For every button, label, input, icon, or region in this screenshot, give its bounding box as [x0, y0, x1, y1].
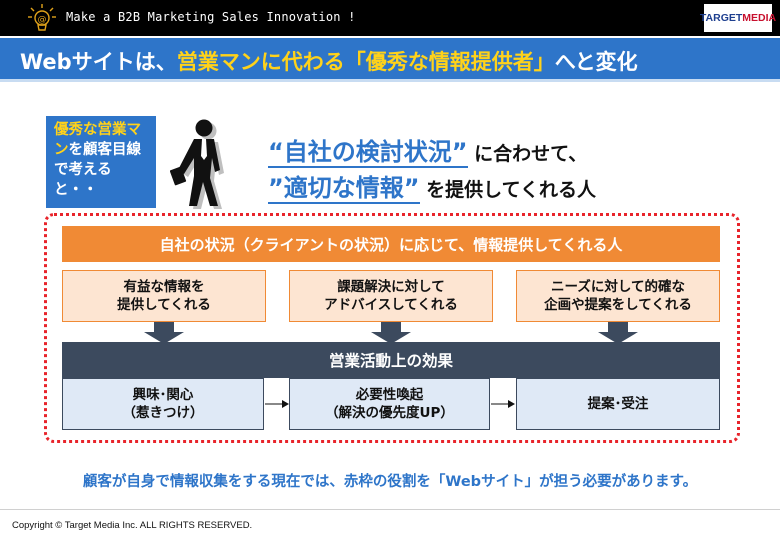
benefit-box-3: ニーズに対して的確な企画や提案をしてくれる — [516, 270, 720, 322]
company-logo: TARGET MEDIA — [700, 4, 776, 32]
effect-box-3: 提案･受注 — [516, 378, 720, 430]
top-bar: @ Make a B2B Marketing Sales Innovation … — [0, 0, 780, 36]
benefit-1-line2: 提供してくれる — [117, 297, 211, 313]
benefit-3-line1: ニーズに対して的確な — [551, 279, 685, 295]
benefit-2-line1: 課題解決に対して — [337, 279, 445, 295]
effect-2-line2: （解決の優先度UP） — [325, 405, 454, 421]
svg-text:@: @ — [38, 15, 47, 25]
effects-heading-bar: 営業活動上の効果 — [62, 342, 720, 378]
headline-line2: ”適切な情報” を提供してくれる人 — [268, 168, 597, 204]
headline-emph-1: “自社の検討状況” — [268, 138, 468, 168]
effect-1-line2: （惹きつけ） — [122, 405, 204, 421]
callout-highlight: 優秀な営業マン — [54, 122, 141, 158]
effect-box-2: 必要性喚起 （解決の優先度UP） — [289, 378, 490, 430]
tagline: Make a B2B Marketing Sales Innovation ! — [66, 10, 356, 24]
summary-message: 顧客が自身で情報収集をする現在では、赤枠の役割を「Webサイト」が担う必要があり… — [82, 474, 698, 490]
benefit-box-2: 課題解決に対してアドバイスしてくれる — [289, 270, 493, 322]
benefit-3-line2: 企画や提案をしてくれる — [544, 297, 692, 313]
down-arrow-icon — [144, 322, 184, 344]
title-highlight: 営業マンに代わる「優秀な情報提供者」 — [176, 50, 555, 74]
benefit-box-1: 有益な情報を提供してくれる — [62, 270, 266, 322]
copyright-text: Copyright © Target Media Inc. ALL RIGHTS… — [12, 520, 253, 531]
red-dotted-frame — [44, 213, 740, 443]
headline-rest-2: を提供してくれる人 — [419, 179, 597, 201]
logo-text-media: MEDIA — [742, 12, 777, 24]
effect-3-line1: 提案･受注 — [587, 396, 649, 412]
headline-line1: “自社の検討状況” に合わせて、 — [268, 132, 588, 168]
callout-box: 優秀な営業マンを顧客目線で考えると・・ — [46, 116, 156, 208]
callout-text: を顧客目線で考えると・・ — [54, 142, 141, 198]
page-title: Webサイトは、営業マンに代わる「優秀な情報提供者」へと変化 — [20, 46, 638, 76]
orange-heading-bar: 自社の状況（クライアントの状況）に応じて、情報提供してくれる人 — [62, 226, 720, 262]
headline-rest-1: に合わせて、 — [467, 143, 588, 165]
right-arrow-icon — [491, 400, 515, 408]
headline-emph-2: ”適切な情報” — [268, 174, 420, 204]
down-arrow-icon — [598, 322, 638, 344]
businessman-icon — [170, 119, 224, 209]
benefit-1-line1: 有益な情報を — [123, 279, 205, 295]
effect-1-line1: 興味･関心 — [132, 387, 194, 403]
lightbulb-icon: @ — [28, 4, 56, 31]
title-bar: Webサイトは、営業マンに代わる「優秀な情報提供者」へと変化 — [0, 38, 780, 82]
down-arrow-icon — [371, 322, 411, 344]
title-part2: へと変化 — [554, 50, 638, 74]
right-arrow-icon — [265, 400, 289, 408]
title-part1: Webサイトは、 — [20, 50, 177, 74]
benefit-2-line2: アドバイスしてくれる — [324, 297, 458, 313]
effect-box-1: 興味･関心 （惹きつけ） — [62, 378, 264, 430]
effect-2-line1: 必要性喚起 — [355, 387, 424, 403]
footer-divider — [0, 509, 780, 510]
logo-text-target: TARGET — [699, 12, 743, 24]
